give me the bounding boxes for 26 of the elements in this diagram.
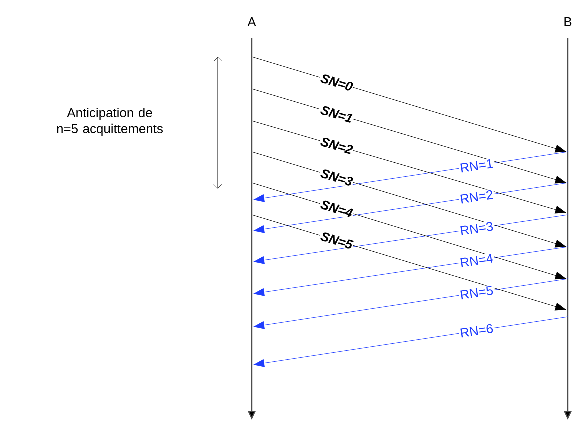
arrow	[254, 246, 568, 296]
edge-label: RN=3	[458, 220, 496, 237]
edge-label: SN=4	[318, 198, 356, 220]
edge-label: RN=6	[458, 322, 496, 340]
participant-label: A	[248, 18, 256, 26]
edge-label: SN=3	[318, 167, 356, 188]
arrow	[252, 56, 566, 153]
arrow	[252, 88, 566, 184]
arrow	[254, 316, 568, 368]
edge-label: RN=2	[458, 188, 496, 206]
edge-label: SN=1	[318, 104, 356, 125]
arrow	[254, 182, 568, 234]
participant-label: B	[564, 18, 572, 26]
edge-label: RN=4	[458, 252, 496, 269]
edge-label: SN=2	[318, 136, 356, 156]
annotation-text: Anticipation de n=5 acquittements	[57, 108, 163, 136]
edge-label: RN=1	[458, 158, 496, 174]
edge-label: RN=5	[458, 284, 496, 302]
arrow	[252, 214, 566, 311]
arrow	[252, 120, 566, 214]
arrow	[254, 278, 568, 330]
edge-label: SN=5	[318, 230, 356, 252]
arrow	[254, 152, 568, 202]
arrow	[252, 182, 566, 280]
arrow	[254, 214, 568, 264]
edge-label: SN=0	[318, 72, 356, 94]
